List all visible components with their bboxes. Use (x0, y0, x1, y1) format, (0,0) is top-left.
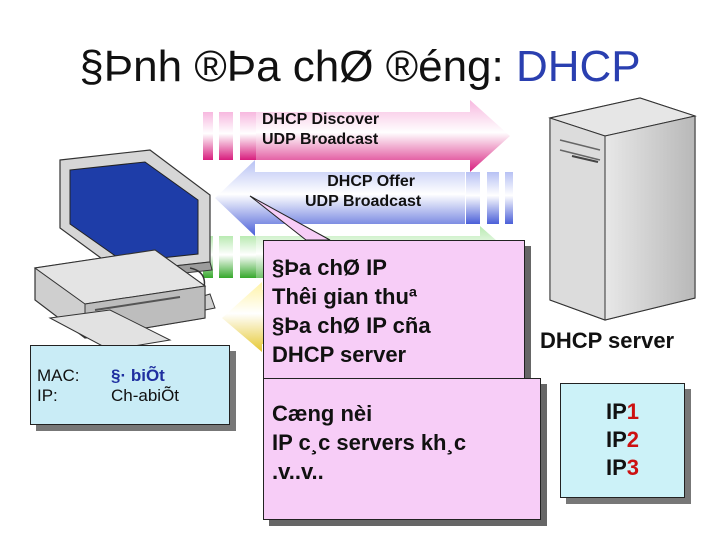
ip-row: IP: Ch-abiÕt (37, 386, 229, 406)
offer-detail-server: DHCP server (272, 342, 407, 367)
other-info-etc: .v..v.. (272, 459, 324, 484)
ip-pool-item: IP2 (561, 426, 684, 454)
offer-detail-lease: Thêi gian thuª (272, 284, 418, 309)
title-text: §Þnh ®Þa chØ ®éng: (79, 42, 516, 91)
mac-value: §· biÕt (111, 366, 165, 385)
offer-label-line1: DHCP Offer (327, 173, 415, 190)
ip-pool-item: IP3 (561, 454, 684, 482)
title-accent: DHCP (515, 42, 641, 91)
other-info-gateway: Cæng nèi (272, 401, 373, 426)
computer-icon (33, 149, 216, 351)
server-icon (548, 97, 697, 321)
ip-pool-number: 1 (626, 399, 640, 424)
ip-pool-number: 2 (626, 427, 640, 452)
client-info-box: MAC: §· biÕt IP: Ch-abiÕt (30, 345, 230, 425)
mac-key: MAC: (37, 366, 80, 385)
ip-pool-prefix: IP (605, 399, 627, 424)
ip-pool-number: 3 (626, 455, 640, 480)
ip-pool-item: IP1 (561, 398, 684, 426)
discover-arrow (203, 100, 510, 172)
offer-label: DHCP Offer UDP Broadcast (305, 172, 421, 212)
offer-details-callout: §Þa chØ IP Thêi gian thuª §Þa chØ IP cña… (263, 240, 525, 383)
server-label: DHCP server (540, 328, 675, 353)
other-info-servers: IP c¸c servers kh¸c (272, 430, 467, 455)
offer-detail-ip: §Þa chØ IP (272, 255, 387, 280)
discover-label: DHCP Discover UDP Broadcast (262, 110, 379, 150)
mac-row: MAC: §· biÕt (37, 366, 229, 386)
ip-pool-prefix: IP (605, 455, 627, 480)
ip-key: IP: (37, 386, 58, 405)
ip-pool-prefix: IP (605, 427, 627, 452)
offer-detail-server-ip: §Þa chØ IP cña (272, 313, 431, 338)
offer-label-line2: UDP Broadcast (305, 193, 422, 210)
other-info-box: Cæng nèi IP c¸c servers kh¸c .v..v.. (263, 378, 541, 520)
discover-label-line1: DHCP Discover (262, 111, 380, 128)
ip-value: Ch-abiÕt (111, 386, 180, 405)
ip-pool-box: IP1 IP2 IP3 (560, 383, 685, 498)
page-title: §Þnh ®Þa chØ ®éng: DHCP (0, 42, 720, 92)
discover-label-line2: UDP Broadcast (262, 131, 379, 148)
